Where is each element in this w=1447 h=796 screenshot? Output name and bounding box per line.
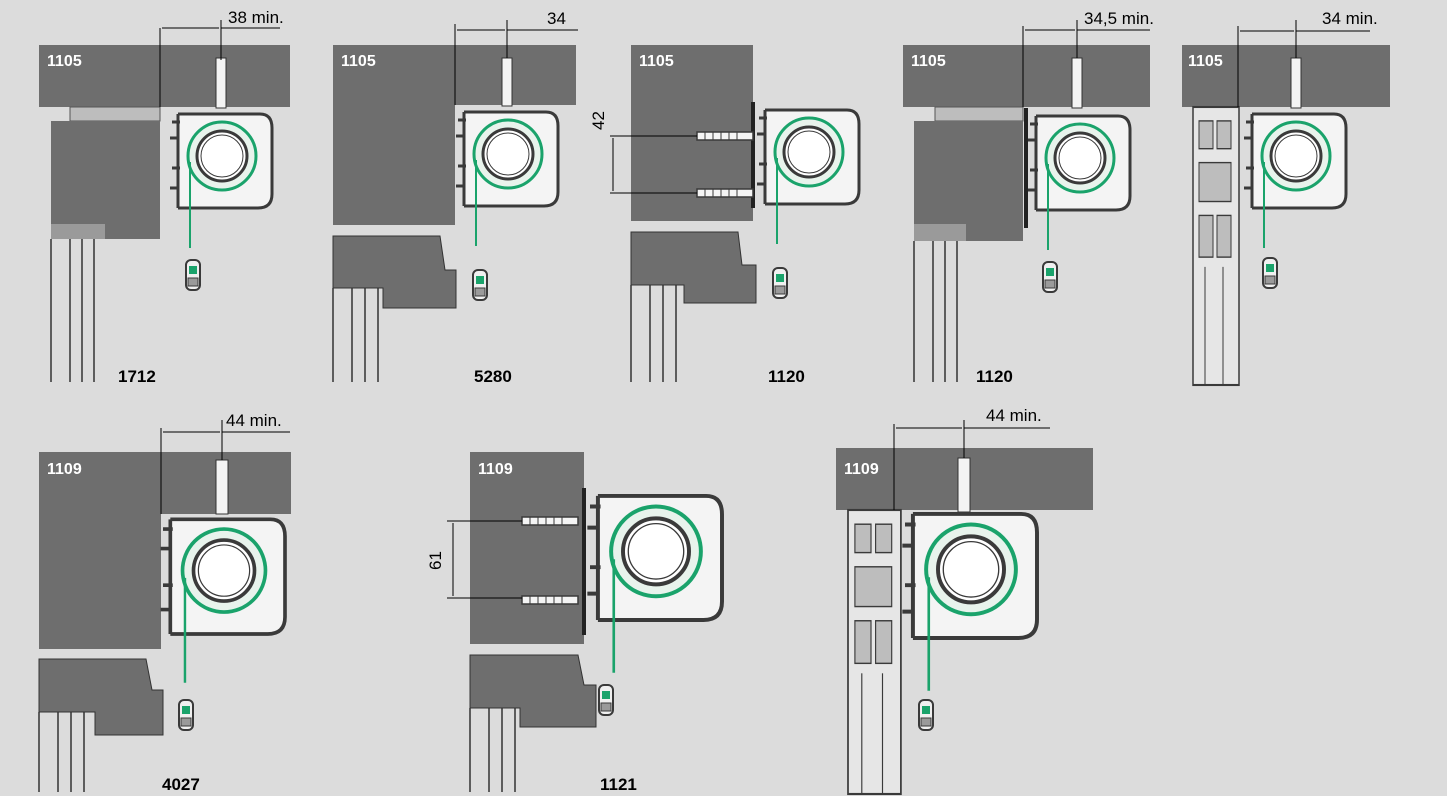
wall-label: 1105 <box>639 53 674 70</box>
roller-housing <box>585 493 724 675</box>
dowel <box>1290 57 1302 109</box>
dowel <box>957 457 971 513</box>
insulation-strip <box>934 106 1024 122</box>
dimension-label: 44 min. <box>226 411 282 430</box>
roller-housing <box>1026 114 1132 252</box>
bottom-bar <box>472 269 488 301</box>
dimension-label: 61 <box>426 551 445 570</box>
wall-lintel <box>914 121 1023 241</box>
window-frame <box>1191 105 1241 387</box>
dowel <box>521 595 579 605</box>
wall-lintel <box>333 105 455 225</box>
detail-8: 1109 44 min. <box>836 406 1093 796</box>
wall-label: 1109 <box>844 461 879 478</box>
dimension-label: 44 min. <box>986 406 1042 425</box>
ceiling-slab <box>39 45 290 107</box>
roller-housing <box>900 511 1039 693</box>
profile-number: 4027 <box>162 775 200 794</box>
detail-7: 61 1109 1121 <box>426 452 724 794</box>
dimension-label: 34 <box>547 9 566 28</box>
profile-number: 5280 <box>474 367 512 386</box>
wall-label: 1105 <box>911 53 946 70</box>
bottom-bar <box>918 699 934 731</box>
wall-label: 1105 <box>341 53 376 70</box>
detail-5: 1105 34 min. <box>1182 9 1390 387</box>
detail-2: 1105 34 5280 <box>332 9 578 386</box>
dowel <box>215 57 227 109</box>
dowel <box>696 188 754 198</box>
roller-housing <box>158 517 287 685</box>
profile-number: 1120 <box>768 367 805 386</box>
detail-6: 1109 44 min. 4027 <box>38 411 291 794</box>
roller-housing <box>168 112 274 250</box>
wall-lintel <box>51 121 160 239</box>
roller-housing <box>454 110 560 248</box>
bottom-bar <box>178 699 194 731</box>
ceiling-slab <box>903 45 1150 107</box>
wall-label: 1105 <box>47 53 82 70</box>
wall-label: 1109 <box>478 461 513 478</box>
profile-number: 1120 <box>976 367 1013 386</box>
bottom-bar <box>598 684 614 716</box>
dowel <box>501 57 513 107</box>
bottom-bar <box>185 259 201 291</box>
wall-label: 1109 <box>47 461 82 478</box>
ceiling-slab <box>39 452 291 514</box>
dowel <box>696 131 754 141</box>
dimension-label: 34,5 min. <box>1084 9 1154 28</box>
roller-housing <box>1242 112 1348 250</box>
wall-lintel <box>470 452 584 644</box>
dimension-label: 42 <box>589 111 608 130</box>
profile-number: 1121 <box>600 775 637 794</box>
bottom-bar <box>1262 257 1278 289</box>
dimension-label: 34 min. <box>1322 9 1378 28</box>
detail-4: 1105 34,5 min. 1120 <box>903 9 1154 386</box>
detail-3: 42 1105 1120 <box>589 45 861 386</box>
dowel <box>521 516 579 526</box>
wall-lintel <box>39 514 161 649</box>
ceiling-slab <box>1182 45 1390 107</box>
detail-1: 1105 38 min. 1712 <box>39 8 290 386</box>
bottom-bar <box>772 267 788 299</box>
wall-label: 1105 <box>1188 53 1223 70</box>
dowel <box>215 459 229 515</box>
insulation-strip <box>69 106 161 122</box>
roller-housing <box>755 108 861 246</box>
dimension-label: 38 min. <box>228 8 284 27</box>
bottom-bar <box>1042 261 1058 293</box>
profile-number: 1712 <box>118 367 156 386</box>
window-frame <box>846 508 902 796</box>
dowel <box>1071 57 1083 109</box>
